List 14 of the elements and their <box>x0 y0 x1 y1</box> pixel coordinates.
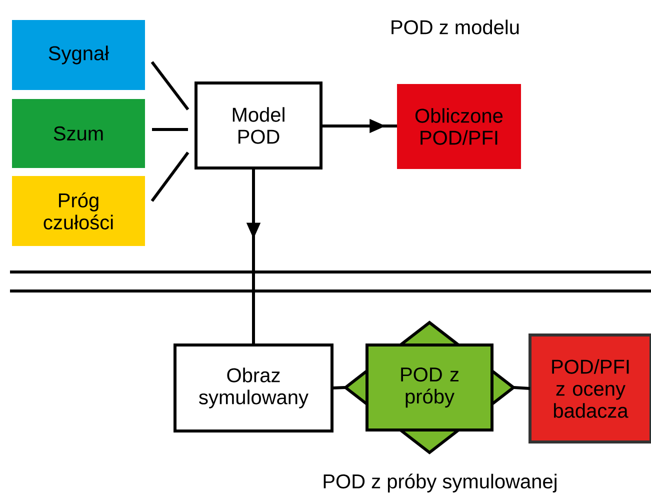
input-box: Szum <box>12 99 145 168</box>
caption: POD z próby symulowanej <box>324 474 556 492</box>
process-box: Model POD <box>194 82 322 170</box>
input-box: Sygnał <box>12 20 145 90</box>
connector-line <box>150 152 190 202</box>
result-box: Obliczone POD/PFI <box>397 84 521 169</box>
title: POD z modelu <box>392 20 519 34</box>
process-box: Obraz symulowany <box>174 344 334 432</box>
connector-line <box>514 386 530 390</box>
connector-line <box>150 61 190 110</box>
connector-line <box>152 128 188 131</box>
connector-line <box>332 386 346 390</box>
input-box: Próg czułości <box>12 176 145 246</box>
result-box: POD/PFI z oceny badacza <box>528 334 651 444</box>
